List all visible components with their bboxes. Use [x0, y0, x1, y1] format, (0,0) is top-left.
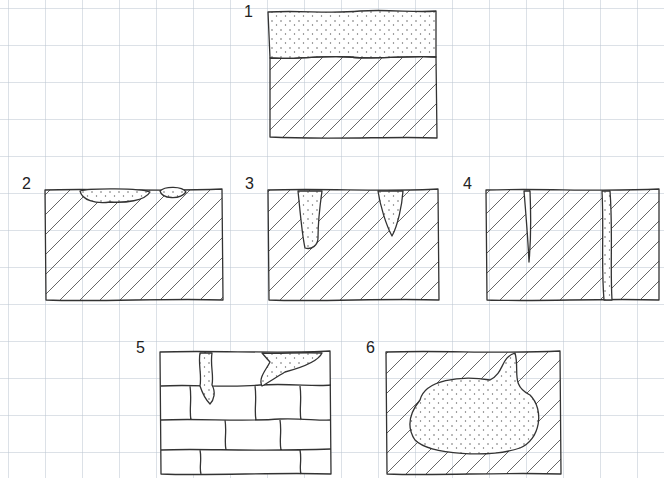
block-joints [161, 352, 331, 474]
surface-deposit [160, 187, 186, 197]
callout-number: 6 [366, 340, 375, 356]
hatched-ground [386, 351, 561, 475]
crack [524, 191, 531, 262]
hatched-ground [486, 189, 659, 301]
wedge-fill [378, 191, 403, 236]
callout-number: 1 [244, 4, 253, 20]
wedge-fill [298, 191, 322, 248]
joint-fill [261, 353, 322, 386]
joint-fill [199, 353, 214, 404]
callout-number: 5 [136, 340, 145, 356]
block-ground [160, 351, 331, 475]
filled-crack [602, 191, 612, 300]
callout-number: 2 [22, 176, 31, 192]
hatched-ground [268, 189, 439, 301]
callout-number: 3 [245, 176, 254, 192]
hatched-ground [270, 57, 437, 139]
callout-number: 4 [463, 176, 472, 192]
hatched-ground [45, 189, 223, 301]
surface-deposit [80, 189, 150, 203]
sand-layer [268, 10, 436, 58]
cavity-fill [410, 353, 539, 454]
